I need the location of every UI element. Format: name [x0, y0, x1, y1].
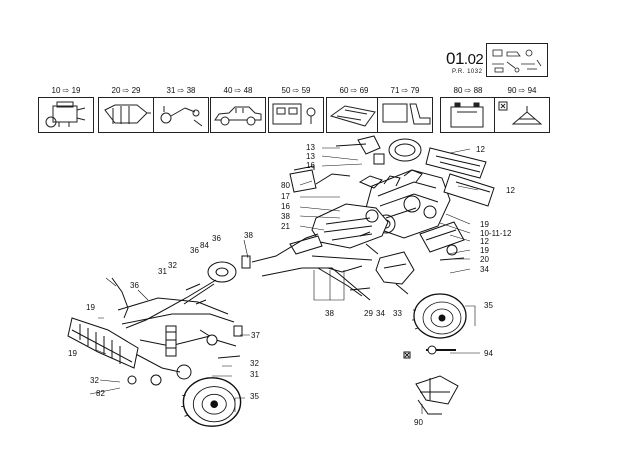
- callout: 13: [306, 143, 315, 152]
- callout: 17: [281, 192, 290, 201]
- callout: 29: [364, 309, 373, 318]
- battery-icon: [450, 102, 484, 128]
- rear-drive-assembly: [327, 231, 415, 295]
- callout: 10-11-12: [480, 229, 512, 238]
- callout: 34: [480, 265, 489, 274]
- callout: 19: [480, 220, 489, 229]
- category-range-label: 20 ⇨ 29: [111, 86, 141, 95]
- jack-tools-icon: [498, 101, 543, 125]
- battery: [289, 165, 351, 193]
- callout: 35: [250, 392, 259, 401]
- category-engine[interactable]: 10 ⇨ 19: [38, 86, 94, 133]
- callout: 36: [212, 234, 221, 243]
- callout: 94: [484, 349, 493, 358]
- section-number: 01: [446, 49, 464, 68]
- callout: 16: [306, 161, 315, 170]
- callout-leader-lines: [89, 147, 480, 414]
- callout: 32: [90, 376, 99, 385]
- category-car-body[interactable]: 40 ⇨ 48: [210, 86, 266, 133]
- air-filter: [335, 135, 422, 165]
- catalog-section-code: 01.02: [446, 49, 484, 69]
- category-range-label: 80 ⇨ 88: [453, 86, 483, 95]
- callout: 36: [190, 246, 199, 255]
- callout: 12: [506, 186, 515, 195]
- catalog-reference-code: P.R. 1032: [452, 69, 483, 75]
- category-steering-suspension[interactable]: 31 ⇨ 38: [153, 86, 209, 133]
- rear-right-wheel: [411, 293, 467, 339]
- callout: 32: [250, 359, 259, 368]
- callout: 13: [306, 152, 315, 161]
- callout: 16: [281, 202, 290, 211]
- front-grille: [67, 317, 139, 369]
- callout: 37: [251, 331, 260, 340]
- callout: 33: [393, 309, 402, 318]
- car-body-icon: [214, 106, 262, 126]
- callout: 32: [168, 261, 177, 270]
- gearbox: [289, 203, 389, 255]
- category-jack-tools[interactable]: 90 ⇨ 94: [494, 86, 550, 133]
- callout: 19: [86, 303, 95, 312]
- category-interior-seat[interactable]: 71 ⇨ 79: [377, 86, 433, 133]
- valve-cover: [425, 147, 495, 207]
- category-range-label: 90 ⇨ 94: [507, 86, 537, 95]
- category-range-label: 31 ⇨ 38: [166, 86, 196, 95]
- callout: 35: [484, 301, 493, 310]
- callout: 90: [414, 418, 423, 427]
- category-range-label: 60 ⇨ 69: [339, 86, 369, 95]
- gearbox-icon: [104, 104, 151, 124]
- callout: 38: [244, 231, 253, 240]
- callout: 80: [281, 181, 290, 190]
- electrical-icon: [272, 103, 316, 125]
- callout: 82: [96, 389, 105, 398]
- callout: 36: [130, 281, 139, 290]
- callout: 20: [480, 255, 489, 264]
- category-range-label: 10 ⇨ 19: [51, 86, 81, 95]
- jack-and-tools: [403, 345, 459, 415]
- callout-numbers: 13 13 16 80 17 16 38 21 12 12 19 10-11-1…: [68, 143, 515, 427]
- category-body-panels[interactable]: 60 ⇨ 69: [326, 86, 382, 133]
- callout: 12: [476, 145, 485, 154]
- category-gearbox[interactable]: 20 ⇨ 29: [98, 86, 154, 133]
- interior-seat-icon: [382, 103, 431, 125]
- callout: 19: [68, 349, 77, 358]
- callout: 38: [281, 212, 290, 221]
- callout: 31: [158, 267, 167, 276]
- callout: 84: [200, 241, 209, 250]
- radiator-panel: [419, 221, 465, 261]
- body-panels-icon: [329, 105, 376, 127]
- callout: 38: [325, 309, 334, 318]
- section-subnumber: .02: [463, 51, 484, 68]
- category-electrical[interactable]: 50 ⇨ 59: [268, 86, 324, 133]
- front-suspension: [111, 277, 243, 386]
- cables-and-shafts: [251, 233, 373, 301]
- callout: 34: [376, 309, 385, 318]
- category-battery[interactable]: 80 ⇨ 88: [440, 86, 496, 133]
- vehicle-overview-icon: [492, 49, 542, 73]
- category-range-label: 71 ⇨ 79: [390, 86, 420, 95]
- category-range-label: 50 ⇨ 59: [281, 86, 311, 95]
- steering-column: [125, 255, 251, 329]
- category-range-label: 40 ⇨ 48: [223, 86, 253, 95]
- engine-icon: [45, 101, 86, 128]
- steering-suspension-icon: [160, 106, 203, 127]
- front-left-wheel: [180, 377, 242, 427]
- callout: 21: [281, 222, 290, 231]
- callout: 12: [480, 237, 489, 246]
- vehicle-overview-thumbnail: [486, 43, 548, 77]
- callout: 31: [250, 370, 259, 379]
- callout: 19: [480, 246, 489, 255]
